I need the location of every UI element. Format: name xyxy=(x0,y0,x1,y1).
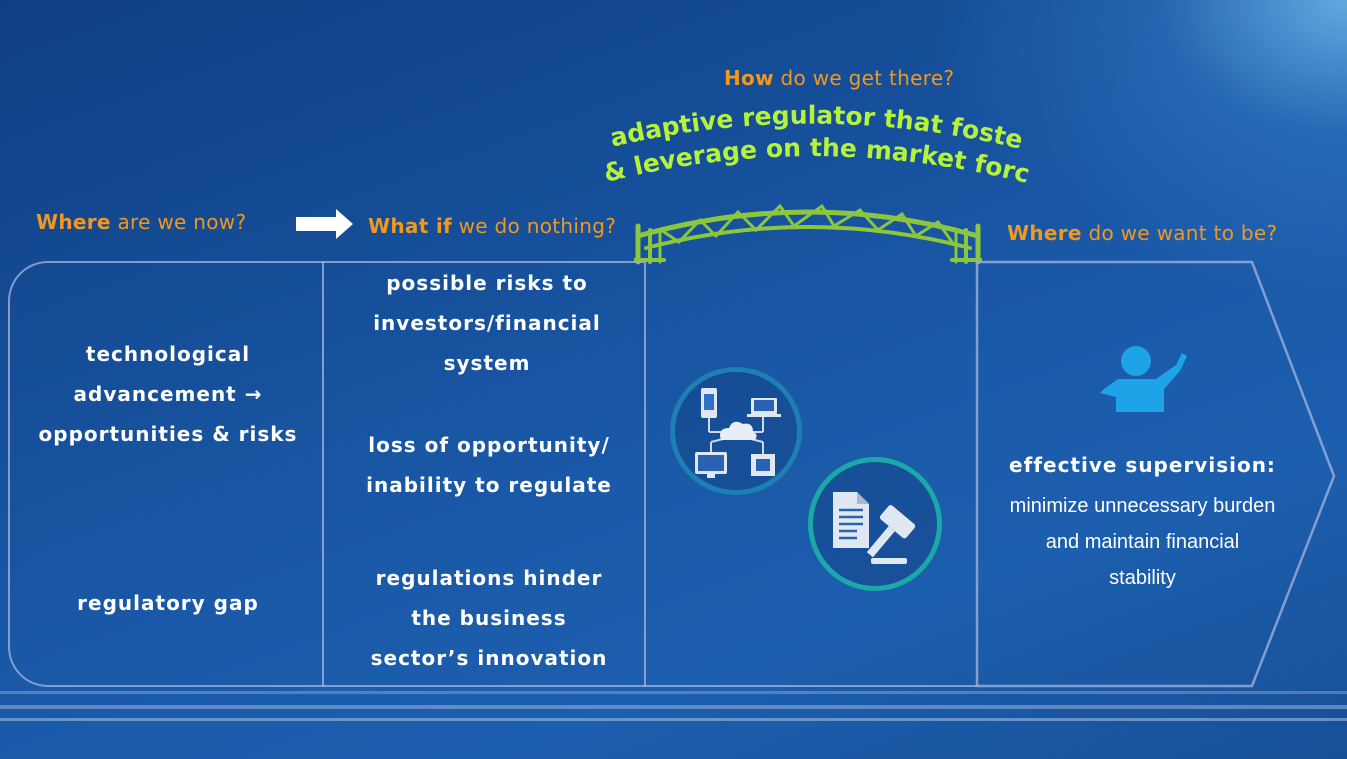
header-how-rest: do we get there? xyxy=(773,66,955,90)
want-body: minimize unnecessary burden and maintain… xyxy=(980,488,1305,596)
box-where-now xyxy=(8,261,325,687)
nothing-item-innovation-line1: regulations hinder xyxy=(375,566,603,590)
box-where-want xyxy=(975,260,1336,688)
now-item-technology: technological advancement → opportunitie… xyxy=(18,334,318,454)
now-item-regulatory-gap: regulatory gap xyxy=(77,591,259,615)
header-where-want-strong: Where xyxy=(1007,221,1082,245)
header-what-if-rest: we do nothing? xyxy=(451,214,617,238)
nothing-item-opportunity-line2: inability to regulate xyxy=(366,473,612,497)
want-title: effective supervision: xyxy=(1009,453,1276,477)
network-cloud-icon xyxy=(670,367,802,495)
header-where-now-strong: Where xyxy=(36,210,111,234)
nothing-item-opportunity: loss of opportunity/ inability to regula… xyxy=(330,425,648,505)
header-what-if-strong: What if xyxy=(368,214,452,238)
want-body-line3: stability xyxy=(1109,567,1176,589)
header-where-now-rest: are we now? xyxy=(110,210,247,234)
nothing-item-risks: possible risks to investors/financial sy… xyxy=(330,263,644,383)
nothing-item-risks-line1: possible risks to xyxy=(386,271,588,295)
person-pointing-icon xyxy=(1100,346,1187,412)
want-body-line1: minimize unnecessary burden xyxy=(1009,495,1276,517)
nothing-item-innovation: regulations hinder the business sector’s… xyxy=(330,558,648,678)
header-how: How do we get there? xyxy=(724,66,954,90)
header-what-if: What if we do nothing? xyxy=(368,214,616,238)
nothing-item-risks-line3: system xyxy=(443,351,531,375)
header-where-now: Where are we now? xyxy=(36,210,246,234)
nothing-item-risks-line2: investors/financial xyxy=(373,311,601,335)
now-item-technology-line2: advancement → xyxy=(73,382,263,406)
arrow-right-icon xyxy=(296,209,353,239)
divider-line-2 xyxy=(0,705,1347,709)
nothing-item-innovation-line3: sector’s innovation xyxy=(370,646,608,670)
want-body-line2: and maintain financial xyxy=(1045,531,1240,553)
box-middle xyxy=(643,261,979,687)
now-item-technology-line3: opportunities & risks xyxy=(38,422,298,446)
bridge-caption: adaptive regulator that foster & leverag… xyxy=(600,95,1033,189)
nothing-item-opportunity-line1: loss of opportunity/ xyxy=(368,433,610,457)
now-item-technology-line1: technological xyxy=(85,342,251,366)
header-how-strong: How xyxy=(724,66,774,90)
header-where-want: Where do we want to be? xyxy=(1007,221,1277,245)
nothing-item-innovation-line2: the business xyxy=(411,606,567,630)
divider-line-1 xyxy=(0,691,1347,694)
document-gavel-icon xyxy=(808,457,942,591)
header-where-want-rest: do we want to be? xyxy=(1081,221,1278,245)
box-what-if xyxy=(322,261,646,687)
bridge-icon xyxy=(634,203,982,265)
divider-line-3 xyxy=(0,718,1347,721)
